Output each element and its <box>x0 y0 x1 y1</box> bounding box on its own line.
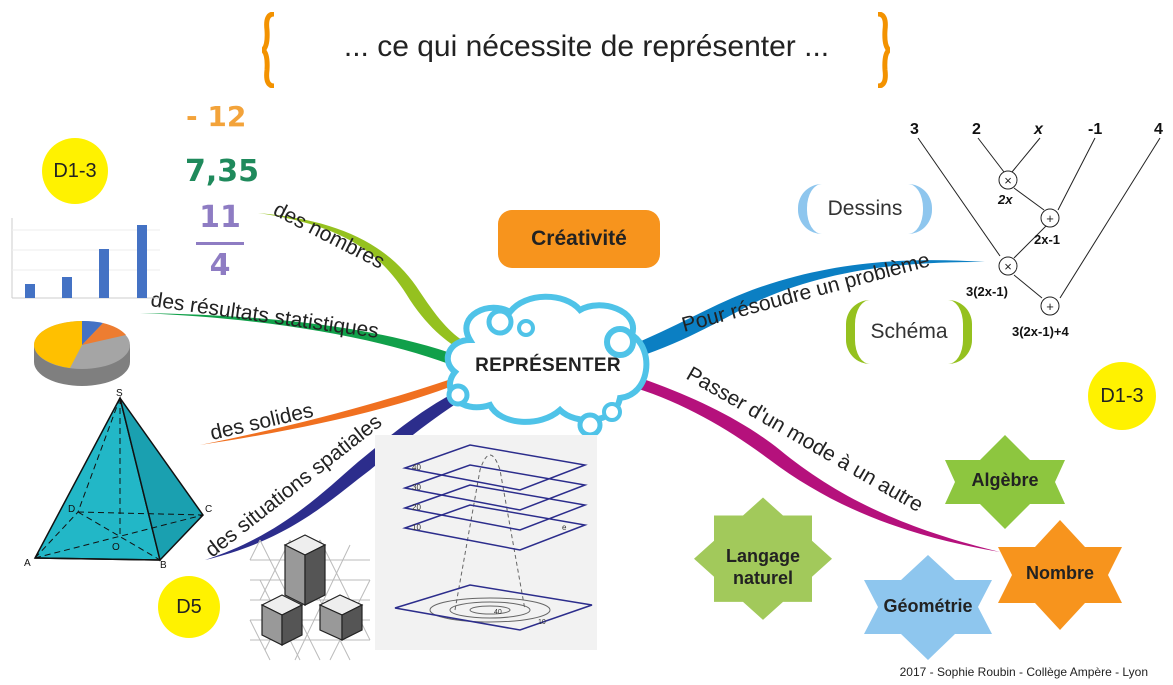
label-solides: des solides <box>208 399 316 445</box>
pyramid-label-b: B <box>160 560 167 571</box>
program-tree-operators: × + × + <box>1004 173 1054 314</box>
tree-label-2: 2x-1 <box>1034 232 1060 247</box>
branch-mode <box>625 375 1000 552</box>
tree-label-1: 2x <box>997 192 1013 207</box>
pyramid-label-a: A <box>24 558 31 569</box>
badge-d1-3-right: D1-3 <box>1088 362 1156 430</box>
star-nombre-label: Nombre <box>1025 563 1094 583</box>
bar-chart-thumbnail <box>11 218 160 299</box>
number-negative: - 12 <box>186 100 247 133</box>
fraction-bar <box>196 242 244 245</box>
pyramid-drawing: S D C A O B <box>24 388 212 571</box>
bar-1 <box>25 284 35 298</box>
pyramid-label-d: D <box>68 504 75 515</box>
label-stats: des résultats statistiques <box>149 288 380 343</box>
cone-label-30: 30 <box>412 483 421 492</box>
credit-line: 2017 - Sophie Roubin - Collège Ampère - … <box>899 665 1148 679</box>
cone-label-20: 20 <box>412 503 421 512</box>
branch-nombres <box>258 213 470 355</box>
pyramid-label-c: C <box>205 504 212 515</box>
label-nombres: des nombres <box>270 198 389 274</box>
cone-label-base-10: 10 <box>538 619 546 626</box>
tree-input-2: 2 <box>972 121 981 138</box>
star-geometrie <box>864 555 992 660</box>
tree-input-3: x <box>1033 121 1044 138</box>
svg-text:+: + <box>1046 299 1054 314</box>
program-tree <box>917 137 1161 316</box>
bar-2 <box>62 277 72 298</box>
pill-schema: Schéma <box>846 300 972 364</box>
star-langage <box>694 497 832 620</box>
pie-chart-thumbnail <box>34 320 130 386</box>
star-algebre <box>945 435 1065 529</box>
star-geometrie-label: Géométrie <box>883 596 973 616</box>
isometric-cubes-shape <box>260 534 364 646</box>
svg-text:×: × <box>1004 259 1012 274</box>
number-decimal: 7,35 <box>185 154 260 189</box>
tree-label-3: 3(2x-1) <box>966 284 1008 299</box>
tree-input-4: -1 <box>1088 121 1102 138</box>
tree-input-1: 3 <box>910 121 919 138</box>
branch-spatiales <box>205 392 462 560</box>
cone-label-e: e <box>562 523 567 532</box>
tree-label-4: 3(2x-1)+4 <box>1012 324 1069 339</box>
badge-d1-3-left: D1-3 <box>42 138 108 204</box>
creativity-box: Créativité <box>498 210 660 268</box>
pill-dessins: Dessins <box>798 184 932 234</box>
pyramid-label-o: O <box>112 542 120 553</box>
cone-label-40: 40 <box>412 463 421 472</box>
pyramid-label-s: S <box>116 388 123 399</box>
page-title: ... ce qui nécessite de représenter ... <box>343 30 830 63</box>
center-cloud <box>444 293 650 438</box>
fraction-denominator: 4 <box>209 248 231 283</box>
right-brace-icon <box>877 12 890 88</box>
bar-3 <box>99 249 109 298</box>
branch-stats <box>140 313 470 372</box>
branch-probleme <box>625 260 985 360</box>
label-mode: Passer d'un mode à un autre <box>683 362 927 516</box>
center-node-label: REPRÉSENTER <box>475 355 621 376</box>
svg-text:+: + <box>1046 211 1054 226</box>
bar-4 <box>137 225 147 298</box>
star-langage-label: Langage naturel <box>725 546 800 588</box>
cone-slices-drawing: 40 30 20 10 e 40 10 <box>375 435 597 650</box>
star-algebre-label: Algèbre <box>971 470 1039 490</box>
tree-input-5: 4 <box>1154 121 1163 138</box>
cone-label-10: 10 <box>412 523 421 532</box>
star-nombre <box>998 520 1122 630</box>
cone-label-base-40: 40 <box>494 609 502 616</box>
fraction-numerator: 11 <box>199 200 241 235</box>
left-brace-icon <box>262 12 275 88</box>
badge-d5: D5 <box>158 576 220 638</box>
svg-text:×: × <box>1004 173 1012 188</box>
